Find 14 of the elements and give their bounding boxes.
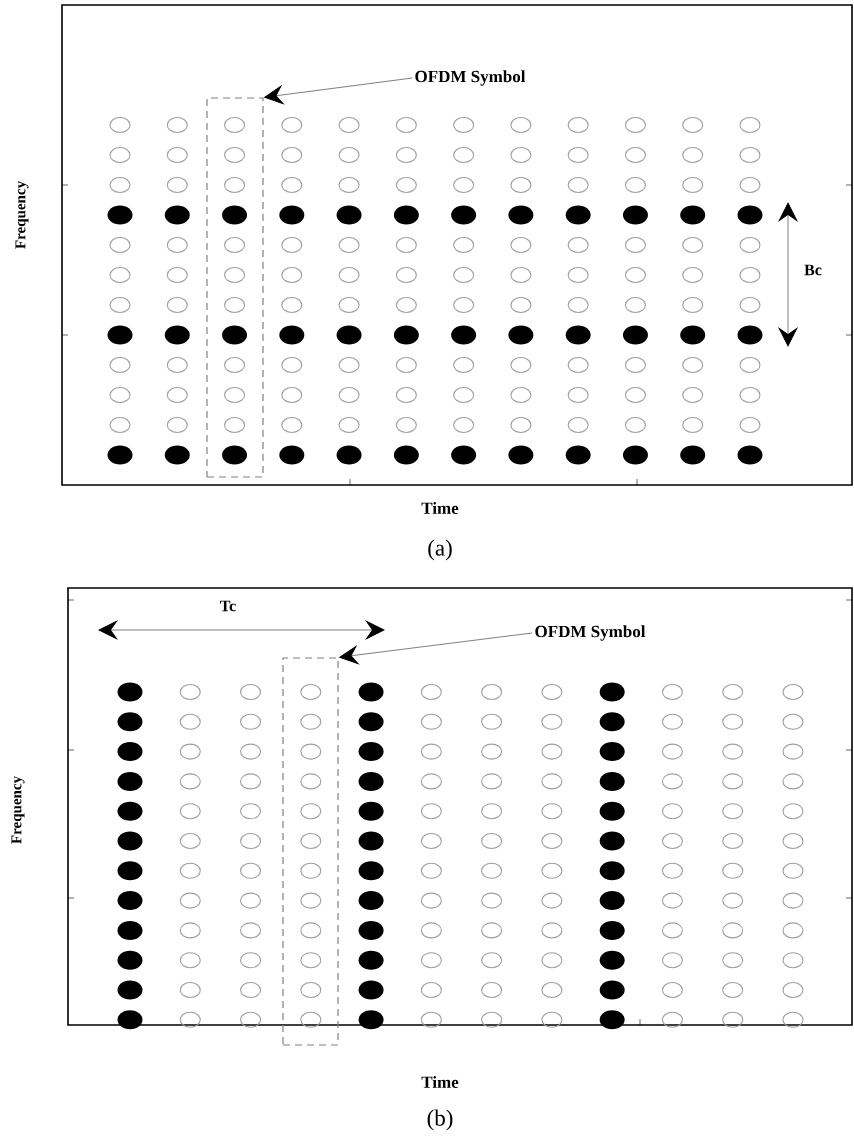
leader-arrow: [339, 632, 533, 665]
dimension-label: Bc: [804, 264, 822, 276]
leader-arrow: [264, 77, 413, 105]
callout-text: OFDM Symbol: [415, 70, 526, 86]
axis-label: Time: [421, 1076, 459, 1088]
axis-label: Frequency: [15, 181, 29, 249]
axis-label: Time: [421, 502, 459, 514]
axis-label: Frequency: [11, 776, 25, 844]
symbol-outline: [282, 657, 339, 1046]
callout-text: OFDM Symbol: [535, 625, 646, 641]
symbol-outline: [206, 97, 264, 478]
panel-label: (a): [428, 539, 452, 561]
panel-label: (b): [427, 1109, 453, 1131]
dimension-label: Tc: [220, 600, 236, 612]
